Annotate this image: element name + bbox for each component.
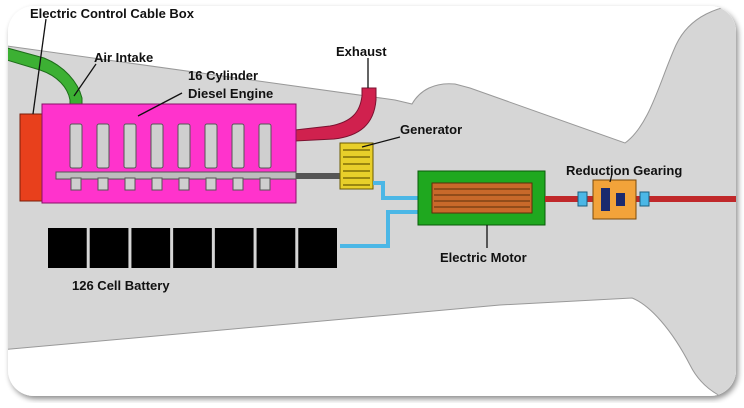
cylinder: [204, 123, 218, 169]
cylinder: [150, 123, 164, 169]
diesel-engine-block: [41, 103, 297, 204]
label-leader-lines: [32, 18, 613, 248]
generator: [339, 142, 374, 190]
cylinder-crank: [232, 177, 244, 191]
reduction-gearing-label: Reduction Gearing: [566, 163, 682, 178]
battery-cell: [298, 228, 337, 268]
battery-bank: [48, 228, 337, 268]
battery-cell: [173, 228, 212, 268]
exhaust-pipe: [294, 87, 377, 142]
electric-motor-label: Electric Motor: [440, 250, 527, 265]
reduction-gearing-box: [592, 179, 637, 220]
cylinder-crank: [151, 177, 163, 191]
engine-cylinders: [55, 123, 297, 191]
engine-label-line2: Diesel Engine: [188, 86, 273, 101]
engine-label-line1: 16 Cylinder: [188, 68, 258, 83]
gear-right: [616, 193, 625, 206]
battery-cell: [89, 228, 129, 268]
shaft-coupling-right: [639, 191, 650, 207]
battery-cell: [131, 228, 171, 268]
cylinder-crank: [178, 177, 190, 191]
cylinder-crank: [205, 177, 217, 191]
battery-motor-cable: [340, 210, 420, 248]
air-intake-label: Air Intake: [94, 50, 153, 65]
cylinder-crank: [259, 177, 271, 191]
armature-windings: [434, 188, 530, 208]
cable-box-label: Electric Control Cable Box: [30, 6, 195, 21]
exhaust-label: Exhaust: [336, 44, 387, 59]
cylinder: [231, 123, 245, 169]
battery-label: 126 Cell Battery: [72, 278, 170, 293]
cylinder: [96, 123, 110, 169]
generator-windings: [343, 149, 370, 186]
cylinder: [69, 123, 83, 169]
shaft-coupling-left: [577, 191, 588, 207]
electric-control-cable-box: [19, 113, 43, 202]
cylinder: [177, 123, 191, 169]
cylinder-crank: [70, 177, 82, 191]
battery-cell: [48, 228, 87, 268]
electric-motor-armature: [431, 182, 533, 214]
cylinder-crank: [97, 177, 109, 191]
cylinder: [123, 123, 137, 169]
generator-motor-cable: [373, 181, 420, 200]
gear-left: [601, 188, 610, 211]
engine-generator-shaft: [296, 173, 340, 179]
cylinder-crank: [124, 177, 136, 191]
battery-cell: [214, 228, 254, 268]
cylinder: [258, 123, 272, 169]
battery-cell: [256, 228, 296, 268]
generator-label: Generator: [400, 122, 462, 137]
